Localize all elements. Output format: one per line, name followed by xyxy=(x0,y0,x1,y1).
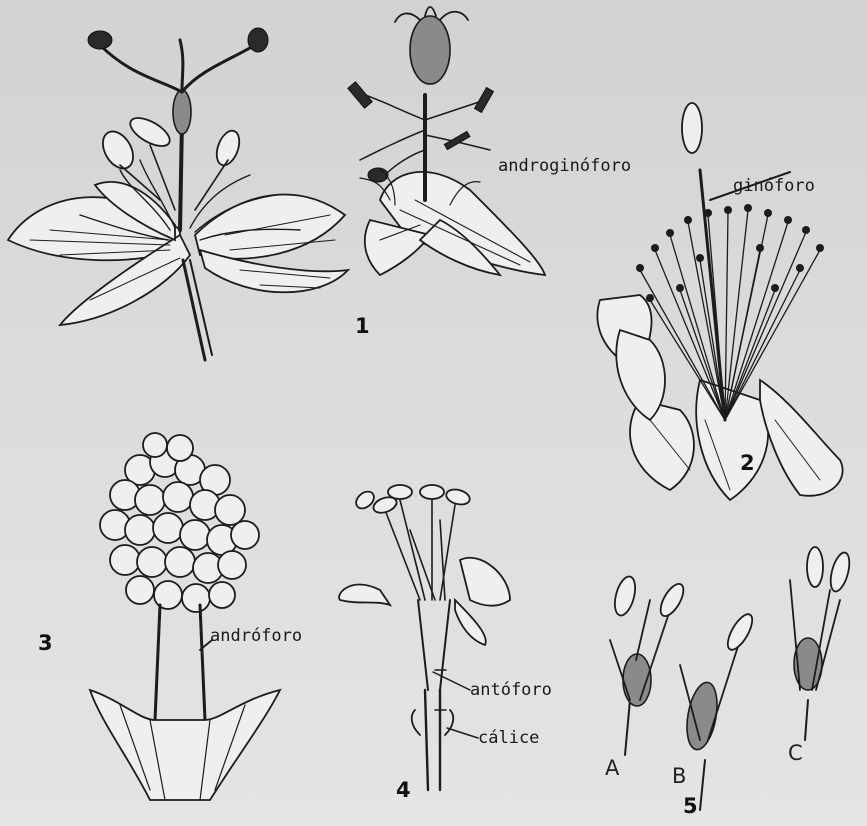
stage-letter-a: A xyxy=(605,758,619,779)
fig5-stage-b xyxy=(680,611,757,810)
fig3-flower xyxy=(90,433,280,800)
figure-number-4: 4 xyxy=(396,780,411,801)
label-androforo: andróforo xyxy=(210,628,302,645)
figure-number-2: 2 xyxy=(740,453,755,474)
figure-number-3: 3 xyxy=(38,633,53,654)
fig1-passionflower-closed xyxy=(348,7,545,275)
label-calice: cálice xyxy=(478,730,539,747)
stage-letter-b: B xyxy=(672,766,686,787)
label-antoforo: antóforo xyxy=(470,682,552,699)
fig5-stage-c xyxy=(790,547,853,740)
fig1-passionflower-open xyxy=(8,28,348,360)
label-ginoforo: ginóforo xyxy=(733,178,815,195)
calice-pointer xyxy=(447,728,478,738)
figure-number-1: 1 xyxy=(355,316,370,337)
label-androginoforo: androginóforo xyxy=(498,158,631,175)
fig2-flower xyxy=(597,103,842,500)
figure-number-5: 5 xyxy=(683,796,698,817)
fig3-anther-cluster xyxy=(100,433,259,612)
fig5-stage-a xyxy=(610,574,688,755)
fig2-stamens xyxy=(640,210,820,420)
stage-letter-c: C xyxy=(788,743,803,764)
antoforo-pointer xyxy=(433,672,470,690)
